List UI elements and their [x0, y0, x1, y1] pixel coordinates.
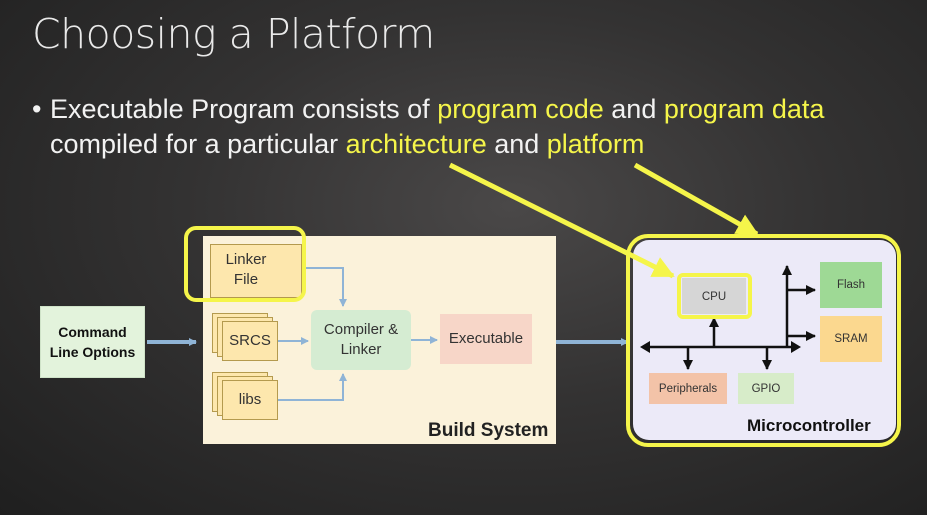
compiler-label-1: Compiler &: [323, 321, 399, 338]
architecture-callout-arrow: [448, 162, 675, 279]
bus-left-arrowhead: [640, 341, 650, 353]
command-label-1: Command: [58, 324, 127, 340]
srcs-stack-front: [222, 321, 278, 361]
executable-box: [440, 314, 532, 364]
compiler-label-2: Linker: [340, 341, 382, 358]
command-line-options-box: [40, 306, 145, 378]
flash-label: Flash: [836, 279, 866, 291]
gpio-label: GPIO: [751, 383, 781, 395]
sram-box: [820, 316, 882, 362]
sram-label: SRAM: [834, 333, 868, 345]
build-flow-arrows: [278, 267, 438, 401]
bullet-line-2: compiled for a particular architecture a…: [50, 127, 644, 162]
slide-title: Choosing a Platform: [32, 10, 435, 58]
peripherals-label: Peripherals: [658, 383, 718, 395]
compiler-linker-box: [311, 310, 411, 370]
text: compiled for a particular: [50, 129, 346, 159]
libs-label: libs: [238, 391, 262, 408]
text: Executable Program consists of: [50, 94, 438, 124]
bullet-line-1: Executable Program consists of program c…: [50, 92, 824, 127]
linker-file-label-1: Linker: [225, 251, 267, 268]
text: and: [603, 94, 664, 124]
highlight-program-data: program data: [663, 94, 825, 124]
srcs-label: SRCS: [229, 332, 271, 349]
linker-file-box: [210, 244, 302, 298]
cpu-highlight: [677, 273, 752, 319]
text: and: [486, 129, 547, 159]
peripherals-box: [649, 373, 727, 404]
gpio-box: [738, 373, 794, 404]
highlight-architecture: architecture: [345, 129, 487, 159]
bus-right-arrowhead: [791, 341, 801, 353]
platform-callout-arrow: [633, 162, 759, 237]
microcontroller-bus: [646, 265, 816, 370]
linker-file-highlight: [184, 226, 306, 302]
highlight-program-code: program code: [437, 94, 604, 124]
cpu-box: [682, 278, 746, 314]
libs-stack-front: [222, 380, 278, 420]
command-label-2: Line Options: [49, 344, 136, 360]
highlight-platform: platform: [546, 129, 645, 159]
microcontroller-label: Microcontroller: [747, 416, 871, 435]
linker-file-label-2: File: [233, 271, 259, 288]
executable-label: Executable: [448, 330, 524, 347]
bullet-marker: •: [32, 94, 42, 124]
build-system-label: Build System: [428, 420, 549, 441]
flash-box: [820, 262, 882, 308]
microcontroller-highlight: [626, 234, 901, 447]
cpu-label: CPU: [701, 291, 727, 303]
